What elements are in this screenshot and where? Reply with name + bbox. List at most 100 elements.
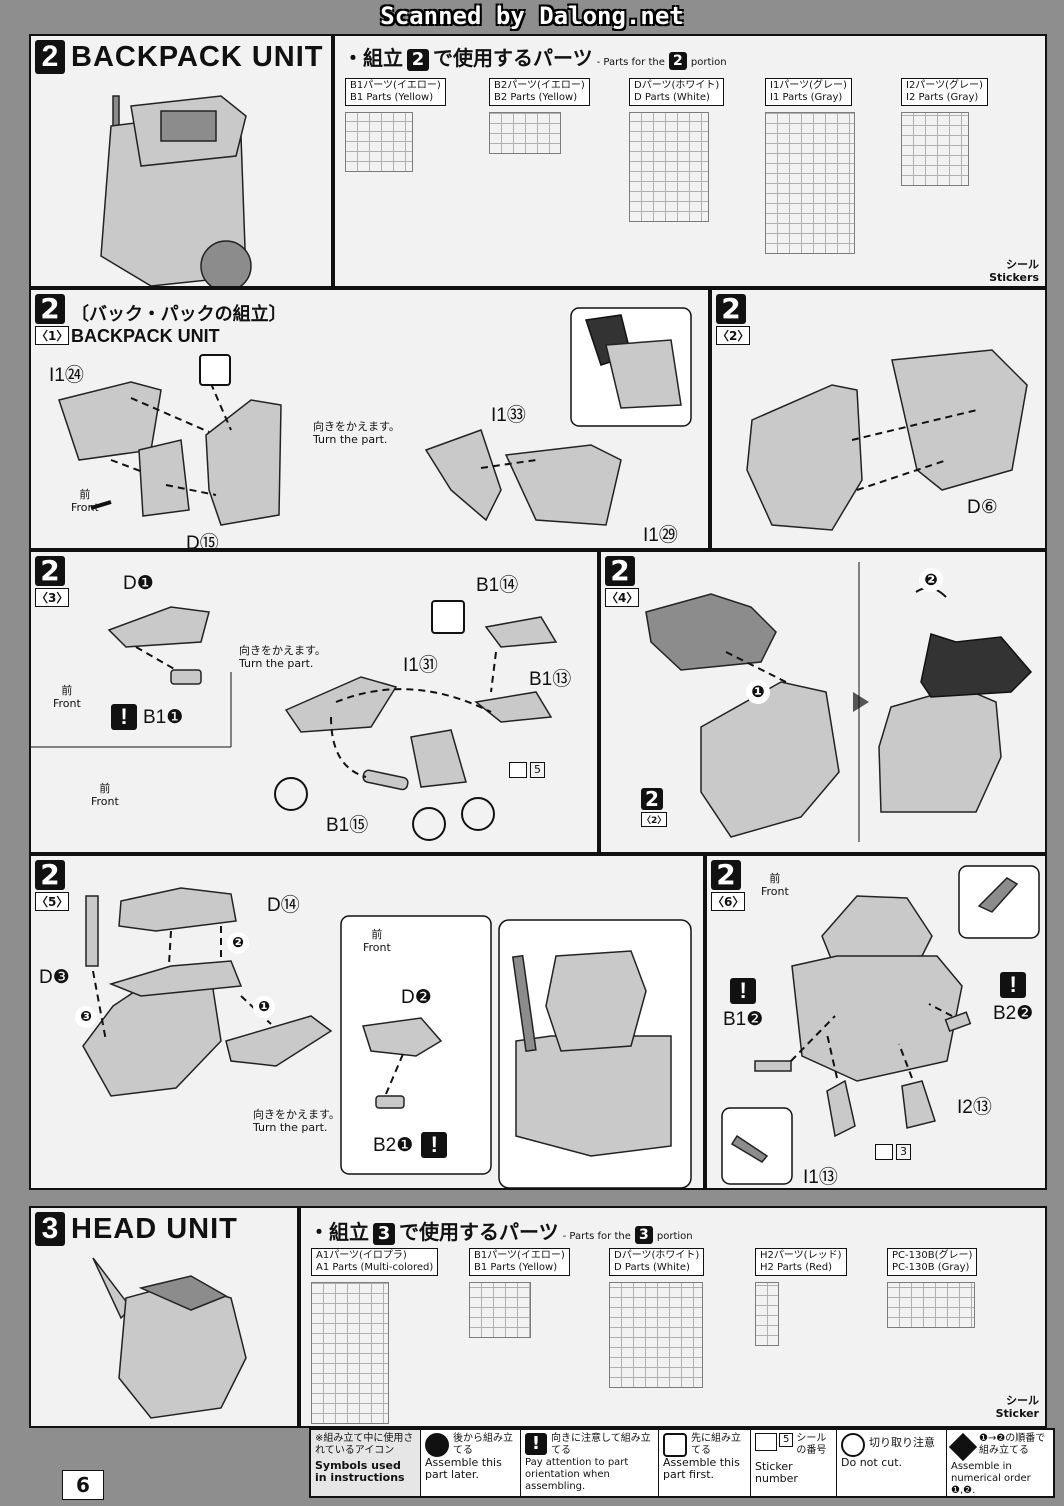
parts-heading-en: - Parts for the	[596, 57, 665, 68]
runner-en: PC-130B (Gray)	[892, 1262, 970, 1273]
step-3-diagram	[31, 606, 558, 841]
step-6-diagram	[721, 865, 1040, 1185]
label-b1-13: B1⑬	[529, 669, 572, 690]
front-jp: 前	[99, 782, 111, 795]
legend-assemble-first: 先に組み立てる Assemble this part first.	[659, 1430, 751, 1496]
front-jp: 前	[79, 488, 91, 501]
backpack-header-panel: 2 BACKPACK UNIT	[29, 34, 333, 288]
label-b2-2: ! B2❷	[993, 972, 1033, 1025]
label-d-15: D⑮	[186, 533, 219, 550]
step-3-number: 2 〈3〉	[35, 556, 70, 607]
step-4-number: 2 〈4〉	[605, 556, 640, 607]
front-jp: 前	[371, 928, 383, 941]
label-b2-1: B2❶ !	[373, 1132, 448, 1158]
runner-a1: A1パーツ(イロプラ)A1 Parts (Multi-colored)	[311, 1248, 439, 1424]
parts-heading-en-suffix: portion	[690, 57, 727, 68]
runner-en: I2 Parts (Gray)	[906, 92, 979, 103]
label-d-2: D❷	[401, 987, 432, 1008]
front-note: 前 Front	[71, 488, 99, 514]
label-i1-13: I1⑬	[803, 1167, 838, 1188]
runner-jp: B1パーツ(イエロー)	[474, 1250, 565, 1261]
front-jp: 前	[769, 872, 781, 885]
runner-en: H2 Parts (Red)	[760, 1262, 832, 1273]
head-parts-panel: ・組立 3 で使用するパーツ - Parts for the 3 portion…	[299, 1206, 1047, 1428]
parts-heading-en-suffix: portion	[656, 1231, 693, 1242]
attention-icon: !	[421, 1132, 448, 1158]
legend-do-not-cut: 切り取り注意 Do not cut.	[837, 1430, 947, 1496]
legend-jp: 向きに注意して組み立てる	[551, 1433, 651, 1456]
step-num: 2	[35, 556, 65, 586]
legend-en: Sticker number	[755, 1460, 798, 1485]
label-b1-1-text: B1❶	[143, 706, 184, 728]
sticker-number: 3	[875, 1144, 911, 1160]
label-b1-1: ! B1❶	[111, 704, 183, 730]
runner-tree-i2	[901, 112, 969, 186]
section-2-title: 2 BACKPACK UNIT	[35, 40, 324, 74]
runner-jp: B1パーツ(イエロー)	[350, 80, 441, 91]
runner-tree-b1-head	[469, 1282, 531, 1338]
step-3-panel: 2 〈3〉 D❶ ! B1❶ B1⑭ I1㉛ B1⑬ B1⑮ 5 向きをかえます…	[29, 550, 599, 854]
legend-jp: シールの番号	[796, 1433, 827, 1456]
section-number: 3	[35, 1212, 65, 1246]
runner-jp: I1パーツ(グレー)	[770, 80, 847, 91]
sticker-jp: シール	[1006, 1394, 1039, 1407]
do-not-cut-icon	[841, 1433, 865, 1457]
label-d-14: D⑭	[267, 895, 300, 916]
step-2-panel: 2 〈2〉 D⑥	[710, 288, 1047, 550]
front-en: Front	[363, 941, 391, 954]
ref-num: 2	[641, 788, 663, 810]
parts-heading-num: 2	[407, 49, 429, 71]
sticker-number: 5	[509, 762, 545, 778]
label-d-6: D⑥	[967, 497, 998, 518]
runner-tree-b2	[489, 112, 561, 154]
step-4-diagram	[645, 562, 1033, 842]
runner-i2: I2パーツ(グレー)I2 Parts (Gray)	[901, 78, 988, 186]
front-en: Front	[71, 501, 99, 514]
front-note: 前 Front	[761, 872, 789, 898]
label-i1-33: I1㉝	[491, 405, 526, 426]
label-b2-2-text: B2❷	[993, 1003, 1034, 1024]
sticker-number-text: 5	[530, 762, 545, 778]
sticker-number-text: 3	[896, 1144, 911, 1160]
legend-numerical-order: ❶→❷の順番で組み立てる Assemble in numerical order…	[947, 1430, 1053, 1496]
parts-heading-suffix: で使用するパーツ	[433, 46, 593, 70]
step-num: 2	[605, 556, 635, 586]
label-i2-13: I2⑬	[957, 1097, 992, 1118]
assemble-first-icon	[431, 600, 465, 634]
turn-en: Turn the part.	[239, 657, 314, 670]
step-2-diagram	[746, 349, 1028, 531]
legend-en: Assemble this part later.	[425, 1456, 502, 1481]
label-d-3: D❸	[39, 967, 70, 988]
attention-icon: !	[111, 704, 137, 730]
parts-heading: ・組立 3 で使用するパーツ - Parts for the 3 portion	[309, 1216, 693, 1245]
label-b1-2: ! B1❷	[723, 978, 763, 1031]
step-title-jp: 〔バック・パックの組立〕	[71, 304, 287, 325]
runner-jp: H2パーツ(レッド)	[760, 1250, 842, 1261]
turn-en: Turn the part.	[253, 1121, 328, 1134]
legend-en: Assemble this part first.	[663, 1456, 740, 1481]
step-sub: 〈2〉	[716, 326, 751, 345]
head-illustration	[92, 1257, 247, 1419]
attention-icon: !	[525, 1433, 547, 1455]
step-5-number: 2 〈5〉	[35, 860, 70, 911]
runner-tree-h2	[755, 1282, 779, 1346]
step-sub: 〈1〉	[35, 326, 70, 345]
runner-en: B1 Parts (Yellow)	[474, 1262, 558, 1273]
runner-h2: H2パーツ(レッド)H2 Parts (Red)	[755, 1248, 847, 1346]
section-title: BACKPACK UNIT	[71, 40, 324, 73]
parts-heading-num-en: 3	[634, 1226, 653, 1244]
assemble-later-icon	[425, 1433, 449, 1457]
front-en: Front	[761, 885, 789, 898]
page-number: 6	[62, 1470, 104, 1500]
runner-en: D Parts (White)	[634, 92, 710, 103]
runner-jp: Dパーツ(ホワイト)	[614, 1250, 700, 1261]
step-num: 2	[716, 294, 746, 324]
step-2-number: 2 〈2〉	[716, 294, 751, 345]
order-2-badge: ❷	[227, 932, 249, 954]
front-en: Front	[53, 697, 81, 710]
turn-jp: 向きをかえます。	[253, 1108, 340, 1121]
runner-jp: B2パーツ(イエロー)	[494, 80, 585, 91]
turn-note: 向きをかえます。 Turn the part.	[253, 1108, 340, 1134]
step-1-title: 〔バック・パックの組立〕 BACKPACK UNIT	[71, 300, 287, 347]
legend-jp: 切り取り注意	[869, 1436, 935, 1449]
